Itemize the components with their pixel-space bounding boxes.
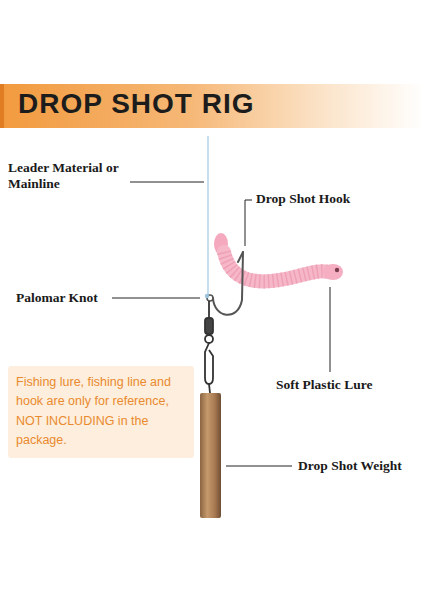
soft-plastic-lure	[214, 233, 343, 281]
part-label: Leader Material or Mainline	[8, 160, 126, 192]
drop-shot-weight	[200, 393, 221, 518]
title: DROP SHOT RIG	[18, 88, 255, 120]
part-label: Palomar Knot	[16, 290, 98, 306]
part-label: Drop Shot Hook	[256, 191, 350, 207]
fishing-line	[207, 136, 209, 296]
note-text: Fishing lure, fishing line and hook are …	[16, 373, 186, 451]
drop-shot-hook	[207, 252, 243, 315]
title-band	[0, 84, 424, 128]
swivel-snap	[205, 301, 213, 393]
note-box: Fishing lure, fishing line and hook are …	[8, 366, 194, 458]
part-label: Drop Shot Weight	[298, 458, 402, 474]
part-label: Soft Plastic Lure	[276, 377, 373, 393]
palomar-knot	[205, 294, 209, 298]
title-band-edge	[0, 84, 4, 128]
